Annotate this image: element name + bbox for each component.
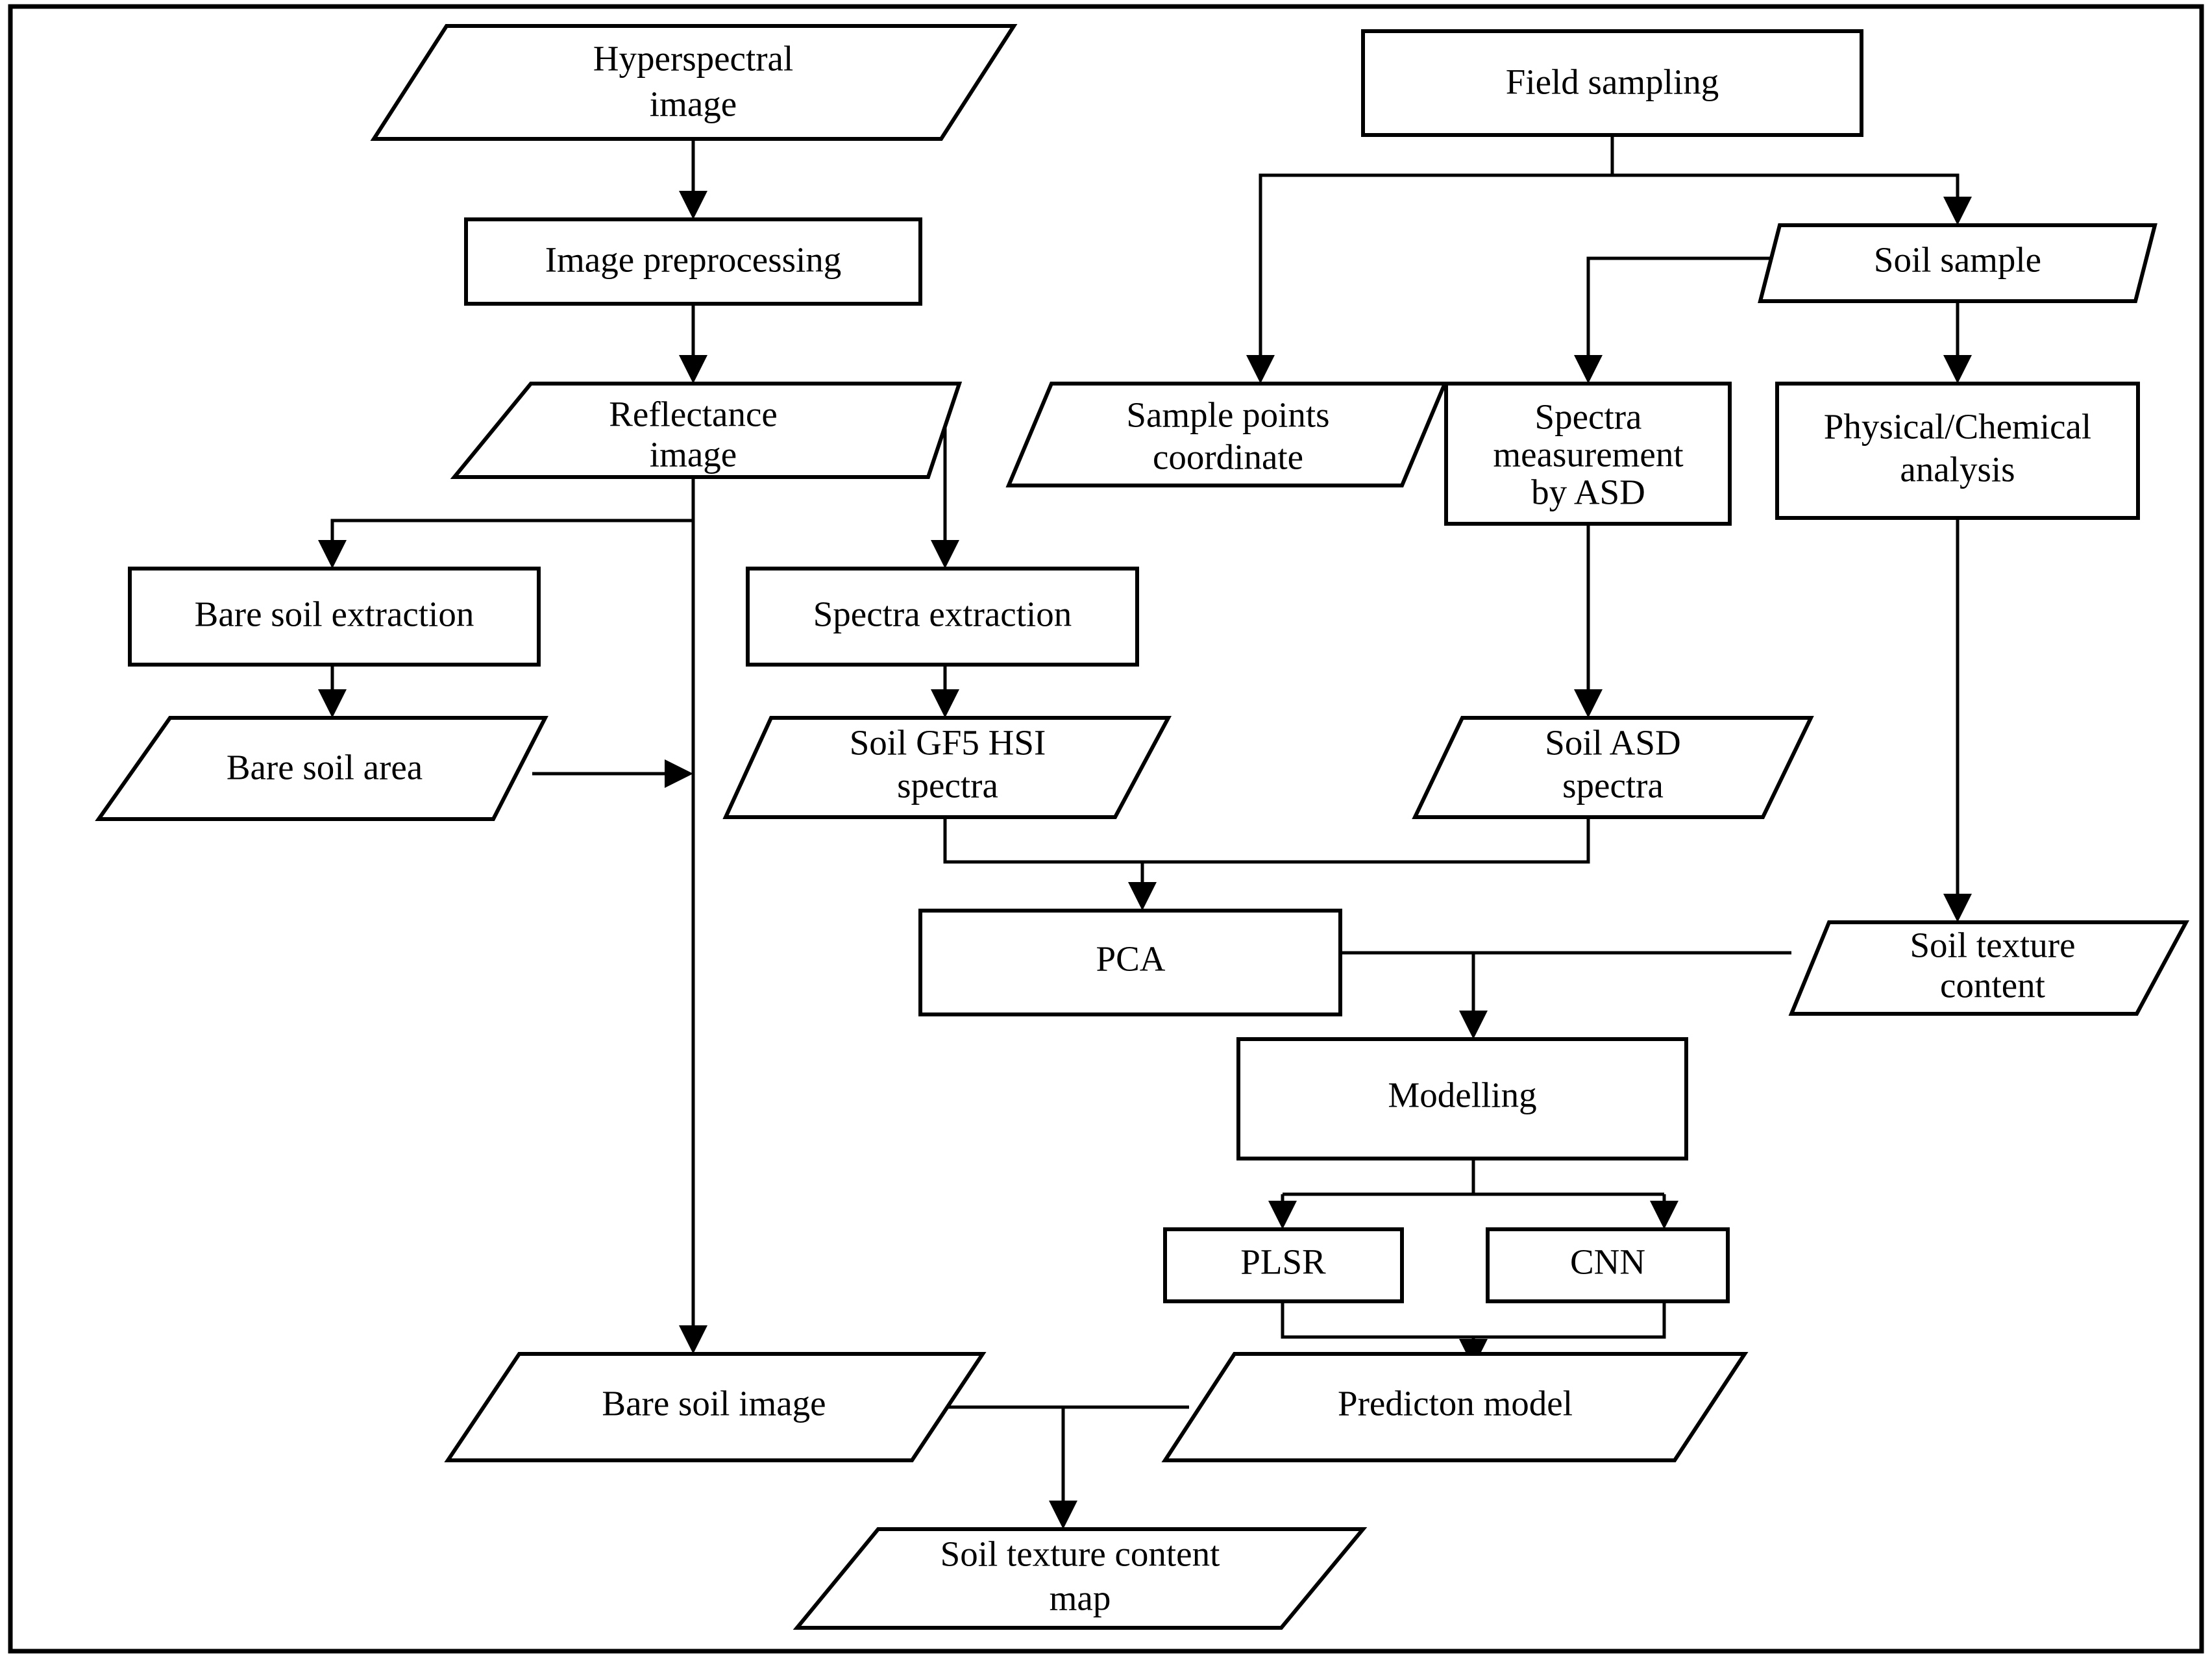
node-hyperspectral-image-line-0: Hyperspectral (593, 39, 793, 79)
arrowhead-preprocessing-in (679, 191, 707, 219)
node-bare-soil-image[interactable]: Bare soil image (444, 1352, 987, 1462)
node-spectra-extraction-line-0: Spectra extraction (813, 595, 1072, 634)
node-soil-gf5-hsi-spectra[interactable]: Soil GF5 HSI spectra (722, 716, 1172, 819)
edge-field-sampling-to-soil-sample (1612, 173, 1960, 212)
node-spectra-measurement-line-1: measurement (1493, 435, 1683, 474)
node-field-sampling[interactable]: Field sampling (1361, 29, 1863, 137)
node-soil-gf5-line-0: Soil GF5 HSI (850, 723, 1046, 763)
node-reflectance-image[interactable]: Reflectance image (450, 382, 963, 479)
node-cnn-line-0: CNN (1570, 1242, 1645, 1282)
arrowhead-texture-map-in (1049, 1501, 1077, 1529)
node-modelling[interactable]: Modelling (1236, 1037, 1688, 1160)
node-reflectance-image-line-0: Reflectance (609, 395, 778, 434)
node-predicton-model[interactable]: Predicton model (1161, 1352, 1749, 1462)
arrowhead-sample-points-in (1246, 355, 1275, 384)
node-bare-soil-extraction[interactable]: Bare soil extraction (128, 567, 541, 667)
arrowhead-cnn-in (1650, 1201, 1678, 1229)
node-spectra-measurement-line-0: Spectra (1535, 397, 1642, 437)
node-reflectance-image-line-1: image (650, 435, 737, 474)
edge-plsr-cnn-merge-bus (1281, 1301, 1666, 1339)
node-image-preprocessing-line-0: Image preprocessing (545, 240, 842, 280)
arrowhead-reflectance-in (679, 355, 707, 384)
node-bare-soil-extraction-line-0: Bare soil extraction (195, 595, 474, 634)
arrowhead-spectra-extraction-in (931, 540, 959, 569)
arrowhead-bare-soil-image-in (679, 1325, 707, 1354)
node-sample-points-coordinate-line-0: Sample points (1126, 395, 1329, 435)
arrowhead-bare-soil-extraction-in (318, 540, 347, 569)
arrowhead-pca-in (1128, 882, 1157, 911)
node-modelling-line-0: Modelling (1388, 1075, 1536, 1115)
node-cnn[interactable]: CNN (1486, 1227, 1730, 1303)
diagram-border (8, 4, 2204, 1654)
arrowhead-soil-sample-in (1943, 197, 1972, 225)
node-soil-asd-spectra[interactable]: Soil ASD spectra (1412, 716, 1814, 819)
node-bare-soil-image-line-0: Bare soil image (602, 1384, 826, 1423)
node-soil-gf5-line-1: spectra (897, 766, 998, 805)
node-plsr-line-0: PLSR (1240, 1242, 1326, 1282)
node-sample-points-coordinate[interactable]: Sample points coordinate (1005, 382, 1448, 487)
node-physical-chemical-line-0: Physical/Chemical (1824, 407, 2091, 447)
node-soil-asd-line-1: spectra (1562, 766, 1664, 805)
node-field-sampling-line-0: Field sampling (1506, 62, 1719, 102)
edge-reflectance-to-bare-soil-extraction (330, 519, 693, 555)
node-sample-points-coordinate-line-1: coordinate (1153, 437, 1303, 477)
arrowhead-gf5-spectra-in (931, 689, 959, 718)
connectors (318, 135, 1972, 1529)
node-bare-soil-area[interactable]: Bare soil area (95, 716, 548, 821)
node-texture-map-line-0: Soil texture content (940, 1534, 1220, 1574)
node-plsr[interactable]: PLSR (1163, 1227, 1404, 1303)
arrowhead-modelling-in (1459, 1011, 1488, 1039)
node-soil-sample-line-0: Soil sample (1874, 240, 2041, 280)
node-image-preprocessing[interactable]: Image preprocessing (464, 217, 922, 306)
node-hyperspectral-image[interactable]: Hyperspectral image (370, 24, 1018, 141)
node-spectra-measurement-line-2: by ASD (1531, 473, 1645, 512)
node-spectra-measurement-by-asd[interactable]: Spectra measurement by ASD (1444, 382, 1732, 526)
node-soil-asd-line-0: Soil ASD (1545, 723, 1680, 763)
node-bare-soil-area-line-0: Bare soil area (227, 748, 423, 787)
node-predicton-model-line-0: Predicton model (1338, 1384, 1573, 1423)
arrowhead-asd-spectra-in (1574, 689, 1603, 718)
node-soil-texture-content-map[interactable]: Soil texture content map (793, 1527, 1368, 1630)
edge-field-sampling-to-sample-points (1259, 135, 1614, 370)
arrowhead-plsr-in (1268, 1201, 1297, 1229)
node-physical-chemical-line-1: analysis (1900, 450, 2015, 489)
node-soil-texture-content[interactable]: Soil texture content (1788, 920, 2190, 1016)
arrowhead-bare-soil-area-in (318, 689, 347, 718)
node-soil-texture-content-line-0: Soil texture (1910, 926, 2075, 965)
node-texture-map-line-1: map (1050, 1578, 1111, 1618)
edge-spectra-merge-bus (943, 817, 1590, 864)
node-hyperspectral-image-line-1: image (650, 84, 737, 124)
node-pca[interactable]: PCA (918, 909, 1342, 1016)
node-spectra-extraction[interactable]: Spectra extraction (746, 567, 1139, 667)
nodes: Hyperspectral image Field sampling Image… (95, 24, 2190, 1630)
node-soil-sample[interactable]: Soil sample (1758, 223, 2157, 303)
edge-soil-sample-to-spectra-measurement (1586, 256, 1780, 370)
arrowhead-spectra-measurement-in (1574, 355, 1603, 384)
node-soil-texture-content-line-1: content (1940, 966, 2045, 1005)
node-physical-chemical-analysis[interactable]: Physical/Chemical analysis (1775, 382, 2140, 520)
arrowhead-physical-chemical-in (1943, 355, 1972, 384)
arrowhead-trunk-in (665, 759, 693, 788)
node-pca-line-0: PCA (1096, 939, 1166, 979)
arrowhead-texture-content-in (1943, 894, 1972, 922)
